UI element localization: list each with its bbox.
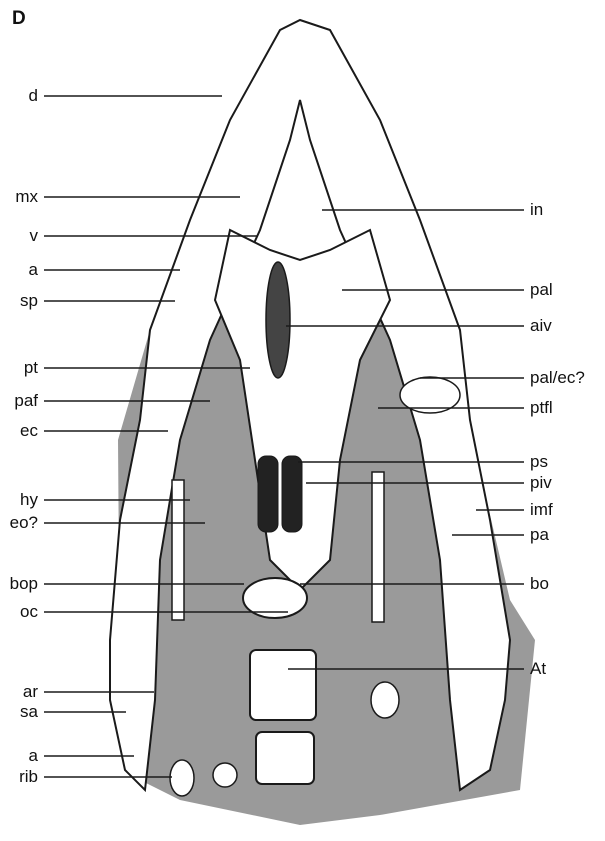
atlas-vertebra [250,650,316,720]
anterior-interpterygoid-vacuity [266,262,290,378]
label-v: v [0,226,38,246]
posterior-vacuity-right [282,456,302,532]
label-aiv: aiv [530,316,552,336]
label-hy: hy [0,490,38,510]
label-rib: rib [0,767,38,787]
label-piv: piv [530,473,552,493]
label-imf: imf [530,500,553,520]
posterior-vacuity-left [258,456,278,532]
stapes-left [172,480,184,620]
label-mx: mx [0,187,38,207]
panel-label: D [12,8,26,30]
label-oc: oc [0,602,38,622]
bone-fragment [371,682,399,718]
label-pal: pal [530,280,553,300]
stapes-right [372,472,384,622]
label-d: d [0,86,38,106]
label-bo: bo [530,574,549,594]
label-pa: pa [530,525,549,545]
label-ec: ec [0,421,38,441]
label-eo: eo? [0,513,38,533]
label-pal-ec: pal/ec? [530,368,585,388]
label-sa: sa [0,702,38,722]
label-sp: sp [0,291,38,311]
label-ps: ps [530,452,548,472]
axis-vertebra [256,732,314,784]
label-paf: paf [0,391,38,411]
label-ptfl: ptfl [530,398,553,418]
label-in: in [530,200,543,220]
label-a: a [0,260,38,280]
label-at: At [530,659,546,679]
label-a2: a [0,746,38,766]
rib-fragment [170,760,194,796]
label-bop: bop [0,574,38,594]
bone-fragment [213,763,237,787]
label-ar: ar [0,682,38,702]
label-pt: pt [0,358,38,378]
